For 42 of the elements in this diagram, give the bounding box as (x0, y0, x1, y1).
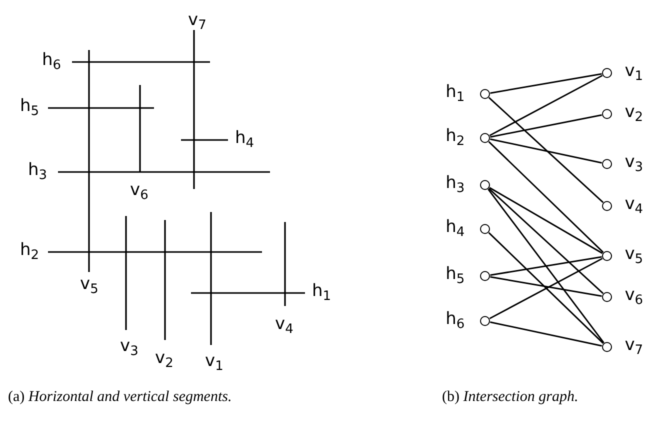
edge-line (488, 188, 604, 344)
vertex-label: v$_{4}$ (624, 196, 644, 216)
edge-line (489, 258, 603, 320)
segment-label: v$_{6}$ (130, 182, 148, 202)
vertex-label: h$_{6}$ (446, 310, 465, 331)
vertex-label: v$_{7}$ (624, 336, 644, 357)
figure-caption: (a) Horizontal and vertical segments. (8, 389, 232, 406)
vertex-label: v$_{3}$ (624, 154, 644, 174)
vertex-label: h$_{1}$ (446, 84, 465, 104)
segment-label: h$_{4}$ (235, 130, 254, 150)
segment-label: h$_{1}$ (312, 283, 332, 303)
edge-line (490, 276, 602, 297)
vertex-label: v$_{6}$ (624, 286, 644, 307)
segment-label: h$_{5}$ (20, 98, 40, 118)
edge-line (488, 232, 604, 344)
vertex-label: v$_{2}$ (624, 104, 644, 124)
segment-label: v$_{3}$ (120, 338, 138, 358)
edge-line (488, 141, 604, 253)
vertex-label: v$_{5}$ (624, 246, 644, 266)
segment-label: h$_{2}$ (20, 242, 40, 262)
segment-label: v$_{7}$ (188, 12, 206, 32)
edge-line (490, 256, 602, 276)
edge-line (489, 74, 603, 136)
segment-label: v$_{1}$ (205, 353, 224, 373)
segment-label: v$_{5}$ (80, 276, 98, 296)
vertex-label: h$_{2}$ (446, 128, 465, 148)
edge-line (490, 114, 602, 138)
vertex-label: h$_{3}$ (446, 174, 465, 195)
edge-line (490, 73, 602, 94)
edge-line (488, 188, 604, 294)
vertex-label: h$_{4}$ (446, 218, 465, 239)
segment-label: h$_{3}$ (28, 162, 48, 182)
edge-line (490, 321, 602, 347)
vertex-label: h$_{5}$ (446, 266, 465, 286)
edge-line (488, 97, 604, 203)
edge-line (489, 187, 603, 254)
segment-label: v$_{4}$ (275, 316, 294, 336)
figure-caption: (b) Intersection graph. (442, 389, 578, 406)
vertex-label: v$_{1}$ (624, 62, 644, 83)
edge-line (490, 138, 602, 164)
segment-label: v$_{2}$ (155, 350, 174, 370)
segment-label: h$_{6}$ (42, 52, 62, 72)
